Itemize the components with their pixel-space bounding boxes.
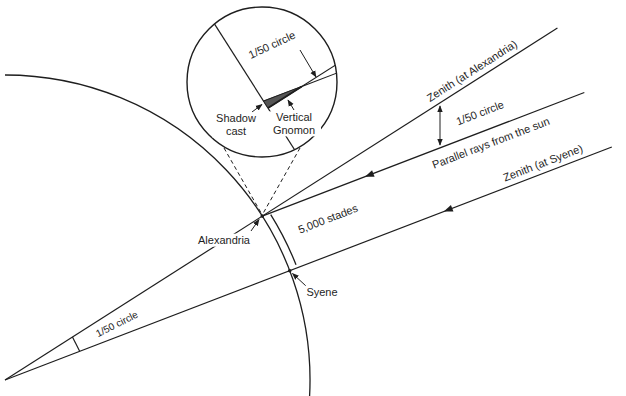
inset-label: Shadow cast xyxy=(212,112,260,137)
inset-label: 1/50 circle xyxy=(245,28,299,62)
inset-label: Vertical Gnomon xyxy=(267,111,321,136)
zenith-line-syene xyxy=(5,147,612,380)
ground-line xyxy=(214,24,321,193)
leader-line xyxy=(251,220,259,232)
leader-line xyxy=(300,50,316,77)
sun-ray xyxy=(262,92,584,216)
line-label: Zenith (at Syene) xyxy=(499,141,586,184)
leader-line xyxy=(252,105,262,113)
leader-line xyxy=(293,274,307,287)
line-label: 1/50 circle xyxy=(452,98,507,129)
zenith-line-alexandria xyxy=(5,28,557,380)
city-label: Alexandria xyxy=(196,234,252,247)
inset-circle-outline xyxy=(187,7,337,157)
distance-bracket xyxy=(271,215,296,265)
line-label: 5,000 stades xyxy=(294,201,361,237)
city-dot xyxy=(288,269,292,273)
city-label: Syene xyxy=(304,286,339,299)
vertical-gnomon xyxy=(268,87,302,108)
leader-line xyxy=(288,100,294,110)
inset-circle: 1/50 circleShadow cast Vertical Gnomon xyxy=(186,6,338,158)
inset-guide xyxy=(263,148,300,213)
ray-arrowhead xyxy=(365,170,375,177)
shadow-wedge xyxy=(264,87,302,108)
city-dot xyxy=(260,214,264,218)
angle-bracket xyxy=(440,106,441,145)
inset-guide xyxy=(224,148,261,213)
angle-bracket xyxy=(72,337,79,351)
line-label: 1/50 circle xyxy=(92,307,141,340)
ray-arrowhead xyxy=(444,205,454,212)
line-label: Zenith (at Alexandria) xyxy=(423,36,521,105)
earth-arc xyxy=(5,75,310,396)
inset-zenith xyxy=(268,38,378,108)
